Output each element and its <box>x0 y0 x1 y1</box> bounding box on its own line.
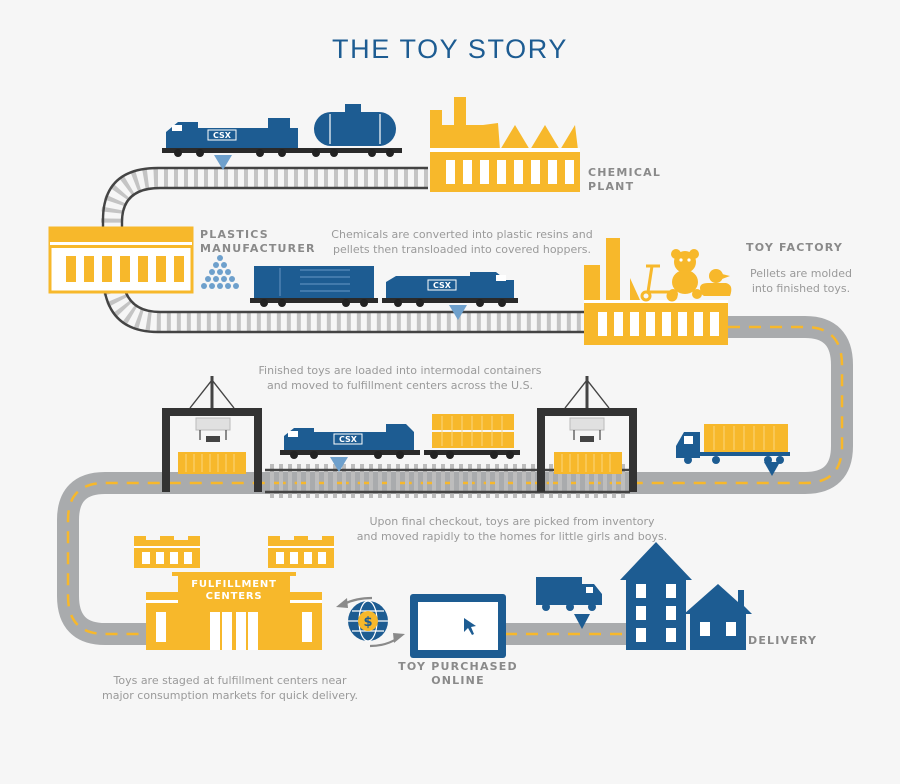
flatcar-container-icon <box>424 414 520 459</box>
locomotive-icon: CSX <box>162 118 302 157</box>
teddy-bear-icon <box>668 249 702 299</box>
finished-toys-description: Finished toys are loaded into intermodal… <box>232 363 568 393</box>
toy-purchased-online-label: TOY PURCHASED ONLINE <box>392 660 524 688</box>
finished-toys-description-line-1: Finished toys are loaded into intermodal… <box>258 364 542 377</box>
road-marker-icon <box>574 614 590 629</box>
plastics-manufacturer-label: PLASTICS MANUFACTURER <box>200 228 316 256</box>
container-icon <box>554 452 622 474</box>
plastics-manufacturer-label-line-2: MANUFACTURER <box>200 242 316 255</box>
toy-purchased-online-label-line-2: ONLINE <box>431 674 485 687</box>
plastics-manufacturer-label-line-1: PLASTICS <box>200 228 269 241</box>
small-warehouse-icon <box>134 536 200 568</box>
pellets-description: Pellets are molded into finished toys. <box>742 266 860 296</box>
dollar-sign: $ <box>363 615 372 630</box>
small-house-icon <box>684 584 752 650</box>
track-marker-icon <box>449 305 467 320</box>
chemicals-description: Chemicals are converted into plastic res… <box>312 227 612 257</box>
locomotive-text: CSX <box>339 435 358 444</box>
right-crane-icon <box>537 376 637 492</box>
fulfillment-centers-sign: FULFILLMENT CENTERS <box>178 579 290 603</box>
exchange-arrows-icon <box>336 596 405 648</box>
fulfillment-centers-sign-line-2: CENTERS <box>205 591 263 602</box>
locomotive-text: CSX <box>433 281 452 290</box>
road-marker-icon <box>764 462 780 476</box>
pellets-description-line-1: Pellets are molded <box>750 267 852 280</box>
container-truck-icon <box>676 424 790 464</box>
container-icon <box>178 452 246 474</box>
track-marker-icon <box>214 155 232 170</box>
large-house-icon <box>620 542 692 650</box>
toy-purchased-online-label-line-1: TOY PURCHASED <box>398 660 518 673</box>
pellets-description-line-2: into finished toys. <box>751 282 851 295</box>
cursor-icon <box>464 618 476 635</box>
staged-description-line-1: Toys are staged at fulfillment centers n… <box>113 674 347 687</box>
page-title: THE TOY STORY <box>332 34 568 64</box>
checkout-description-line-1: Upon final checkout, toys are picked fro… <box>369 515 655 528</box>
toy-factory-icon <box>584 238 728 345</box>
small-warehouse-icon <box>268 536 334 568</box>
checkout-description-line-2: and moved rapidly to the homes for littl… <box>356 530 668 543</box>
globe-dollar-icon: $ <box>348 600 388 642</box>
chemical-plant-label-line-1: CHEMICAL <box>588 166 662 179</box>
fulfillment-center-icon <box>146 572 322 650</box>
pellets-icon <box>201 255 239 289</box>
laptop-screen-icon <box>410 594 506 658</box>
chemical-plant-label-line-2: PLANT <box>588 180 635 193</box>
chemical-plant-label: CHEMICAL PLANT <box>588 166 661 194</box>
track-marker-icon <box>330 457 348 472</box>
left-crane-icon <box>162 376 262 492</box>
delivery-label: DELIVERY <box>748 634 818 647</box>
hopper-car-icon <box>250 266 378 307</box>
staged-description-line-2: major consumption markets for quick deli… <box>102 689 358 702</box>
chemical-plant-icon <box>430 97 580 192</box>
locomotive-icon: CSX <box>382 272 518 307</box>
delivery-truck-icon <box>536 577 602 611</box>
tank-car-icon <box>300 104 402 157</box>
chemicals-description-line-2: pellets then transloaded into covered ho… <box>332 243 592 256</box>
staged-description: Toys are staged at fulfillment centers n… <box>80 673 380 703</box>
fulfillment-centers-sign-line-1: FULFILLMENT <box>191 579 277 590</box>
locomotive-icon: CSX <box>280 424 420 459</box>
locomotive-text: CSX <box>213 131 232 140</box>
checkout-description: Upon final checkout, toys are picked fro… <box>336 514 688 544</box>
finished-toys-description-line-2: and moved to fulfillment centers across … <box>266 379 534 392</box>
plastics-manufacturer-icon <box>48 226 194 294</box>
rubber-duck-icon <box>700 269 732 296</box>
toy-factory-label: TOY FACTORY <box>746 241 843 254</box>
chemicals-description-line-1: Chemicals are converted into plastic res… <box>331 228 593 241</box>
